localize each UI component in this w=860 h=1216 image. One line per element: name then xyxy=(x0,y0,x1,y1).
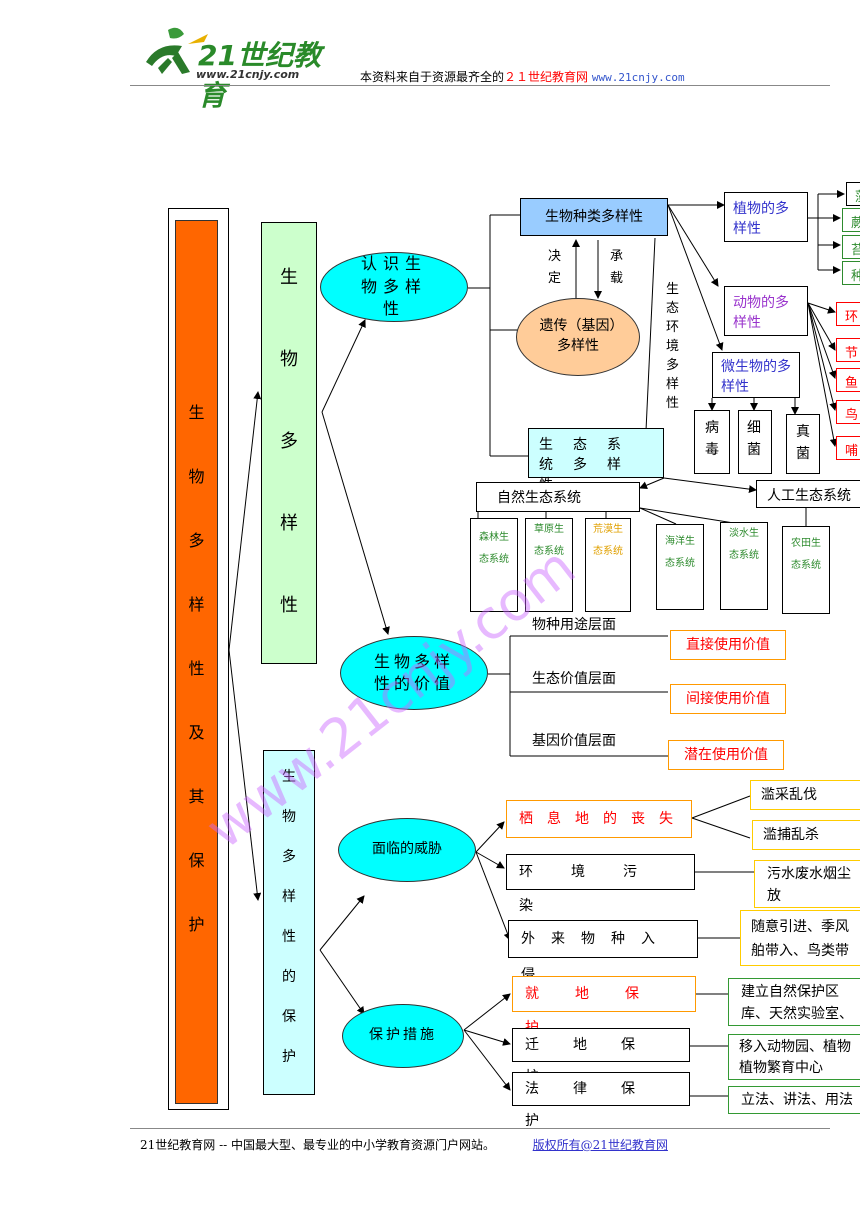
value-level-label: 基因价值层面 xyxy=(532,733,616,749)
grassland-ecosystem-node: 草原生态系统 xyxy=(525,518,573,612)
tagline-brand[interactable]: ２１世纪教育网 xyxy=(504,70,589,84)
microbe-diversity-node: 微生物的多样性 xyxy=(712,352,800,398)
column-char: 多 xyxy=(282,849,296,865)
value-node: 生物多样性的价值 xyxy=(340,636,488,710)
species-diversity-node: 生物种类多样性 xyxy=(520,198,668,236)
plant-diversity-node: 植物的多样性 xyxy=(724,192,808,242)
column-char: 性 xyxy=(282,929,296,945)
column-char: 物 xyxy=(280,349,298,370)
potential-value-node: 潜在使用价值 xyxy=(668,740,784,770)
in-situ-node: 就地保护 xyxy=(512,976,696,1036)
invasion-node: 外来物种入侵 xyxy=(508,920,698,983)
column-char: 样 xyxy=(280,513,298,534)
ecosystem-diversity-node: 生态系统多样性 xyxy=(528,428,664,493)
invasion-cause-node: 随意引进、季风舶带入、鸟类带 xyxy=(740,910,860,966)
header-tagline: 本资料来自于资源最齐全的２１世纪教育网 www.21cnjy.com xyxy=(360,68,685,85)
pollution-node: 环境污染 xyxy=(506,854,695,914)
tagline-prefix: 本资料来自于资源最齐全的 xyxy=(360,70,505,84)
header-rule xyxy=(130,85,830,86)
moss-node: 苔 xyxy=(842,235,860,259)
artificial-ecosystem-node: 人工生态系统 xyxy=(756,480,860,508)
ex-situ-detail-node: 移入动物园、植物植物繁育中心 xyxy=(728,1034,860,1080)
column-char: 多 xyxy=(280,431,298,452)
carry-label: 承载 xyxy=(610,249,624,286)
ex-situ-node: 迁地保护 xyxy=(512,1028,690,1085)
fish-node: 鱼 xyxy=(836,368,860,392)
protect-node: 保护措施 xyxy=(342,1004,464,1068)
logo-url: www.21cnjy.com xyxy=(196,68,300,81)
legal-detail-node: 立法、讲法、用法 xyxy=(728,1086,860,1114)
bird-node: 鸟 xyxy=(836,400,860,424)
logo: 21世纪教育 www.21cnjy.com xyxy=(138,22,338,112)
direct-value-node: 直接使用价值 xyxy=(670,630,786,660)
threat-node: 面临的威胁 xyxy=(338,818,476,882)
column-char: 保 xyxy=(282,1009,296,1025)
logo-text: 21世纪教育 xyxy=(198,39,321,112)
title-char: 护 xyxy=(188,915,205,934)
protection-column: 生 物 多 样 性 的 保 护 xyxy=(263,750,315,1095)
eco-environment-label: 生态环境多样性 xyxy=(666,282,680,411)
arthropod-node: 节 xyxy=(836,338,860,362)
column-char: 性 xyxy=(280,595,298,616)
runner-logo-icon xyxy=(146,27,208,74)
legal-node: 法律保护 xyxy=(512,1072,690,1129)
indirect-value-node: 间接使用价值 xyxy=(670,684,786,714)
freshwater-ecosystem-node: 淡水生态系统 xyxy=(720,522,768,610)
fungi-node: 真菌 xyxy=(786,414,820,474)
main-title: 生 物 多 样 性 及 其 保 护 xyxy=(175,220,218,1104)
fern-node: 蕨 xyxy=(842,208,860,232)
ocean-ecosystem-node: 海洋生态系统 xyxy=(656,524,704,610)
column-char: 生 xyxy=(282,769,296,785)
value-level-label: 物种用途层面 xyxy=(532,617,616,633)
recognize-node: 认识生物多样性 xyxy=(320,252,468,322)
algae-node: 藻 xyxy=(846,182,860,206)
farmland-ecosystem-node: 农田生态系统 xyxy=(782,526,830,614)
forest-ecosystem-node: 森林生态系统 xyxy=(470,518,518,612)
habitat-loss-node: 栖息地的丧失 xyxy=(506,800,692,838)
title-char: 样 xyxy=(188,595,205,614)
overhunting-node: 滥捕乱杀 xyxy=(752,820,860,850)
value-level-label: 生态价值层面 xyxy=(532,671,616,687)
seed-plant-node: 种 xyxy=(842,261,860,285)
column-char: 的 xyxy=(282,969,296,985)
title-char: 其 xyxy=(188,787,205,806)
title-char: 及 xyxy=(188,723,205,742)
title-char: 多 xyxy=(188,531,205,550)
virus-node: 病毒 xyxy=(694,410,730,474)
title-char: 生 xyxy=(188,403,205,422)
genetic-diversity-node: 遗传（基因）多样性 xyxy=(516,298,640,376)
footer-rule xyxy=(130,1128,830,1129)
natural-ecosystem-node: 自然生态系统 xyxy=(476,482,640,512)
pollution-cause-node: 污水废水烟尘放 xyxy=(754,860,860,908)
tagline-url[interactable]: www.21cnjy.com xyxy=(591,71,685,84)
footer-text: 21世纪教育网 -- 中国最大型、最专业的中小学教育资源门户网站。 xyxy=(140,1138,496,1152)
bacteria-node: 细菌 xyxy=(738,410,772,474)
biodiversity-column: 生 物 多 样 性 xyxy=(261,222,317,664)
title-char: 性 xyxy=(188,659,205,678)
annelid-node: 环 xyxy=(836,302,860,326)
footer: 21世纪教育网 -- 中国最大型、最专业的中小学教育资源门户网站。 版权所有@2… xyxy=(140,1136,668,1153)
animal-diversity-node: 动物的多样性 xyxy=(724,286,808,336)
column-char: 护 xyxy=(282,1049,296,1065)
footer-copyright-link[interactable]: 版权所有@21世纪教育网 xyxy=(532,1138,668,1152)
title-char: 保 xyxy=(188,851,205,870)
column-char: 物 xyxy=(282,809,296,825)
column-char: 生 xyxy=(280,267,298,288)
in-situ-detail-node: 建立自然保护区库、天然实验室、活 xyxy=(728,978,860,1026)
column-char: 样 xyxy=(282,889,296,905)
desert-ecosystem-node: 荒漠生态系统 xyxy=(585,518,631,612)
title-char: 物 xyxy=(188,467,205,486)
decide-label: 决定 xyxy=(548,249,562,286)
mammal-node: 哺 xyxy=(836,436,860,460)
deforestation-node: 滥采乱伐 xyxy=(750,780,860,810)
